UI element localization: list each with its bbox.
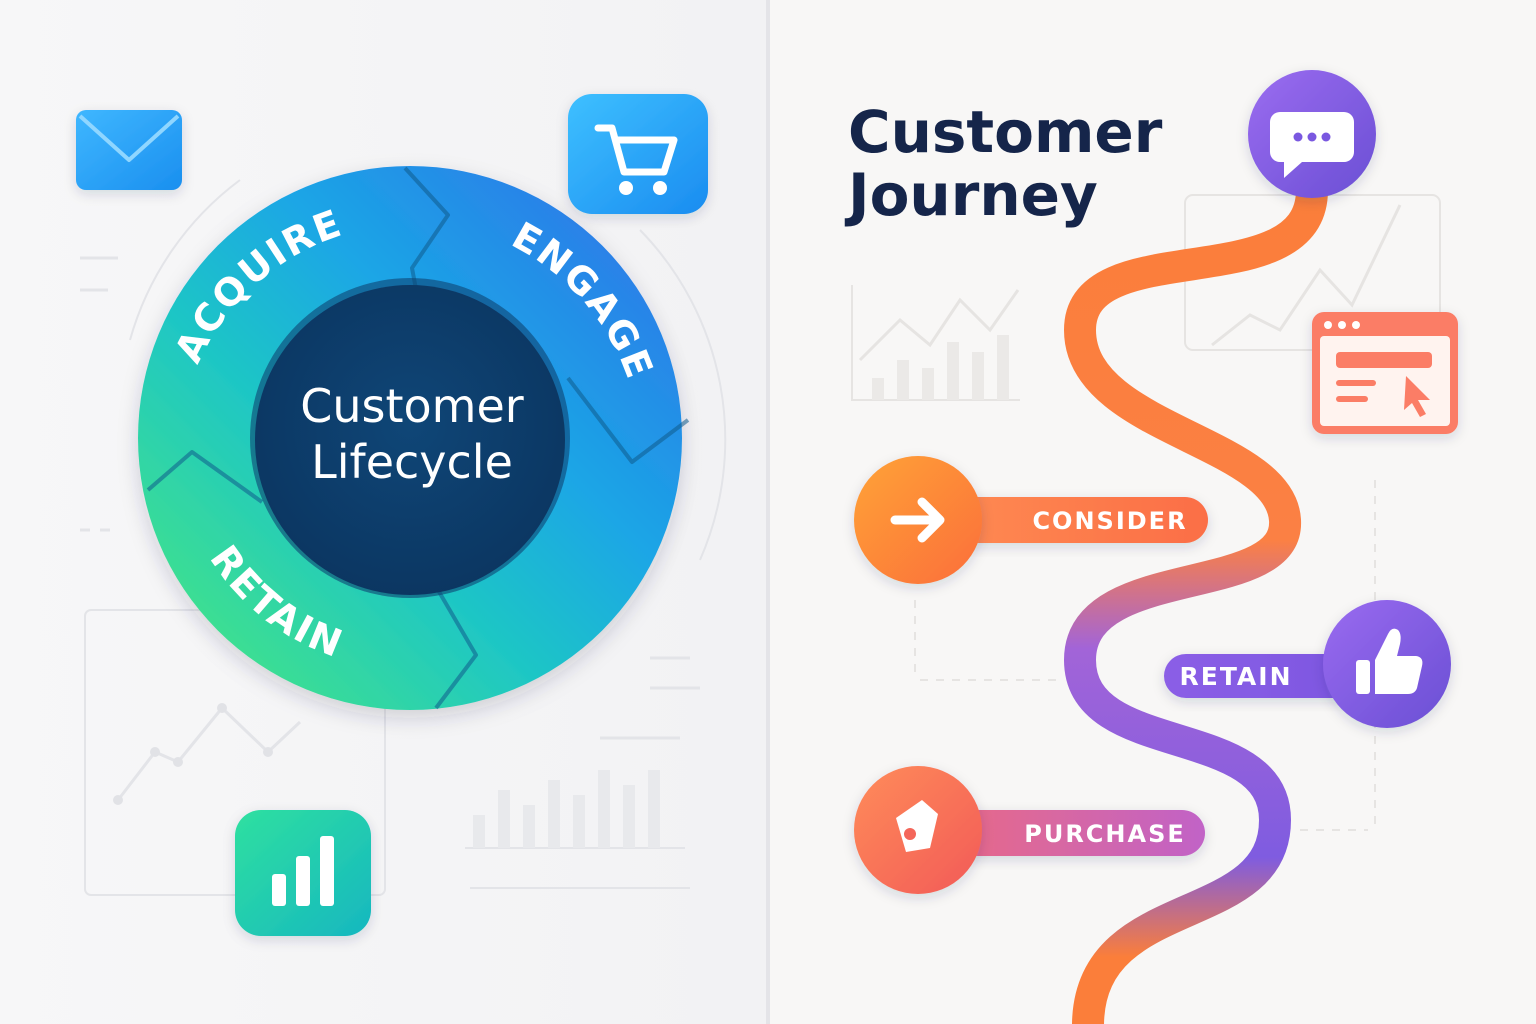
right-background-bars: [872, 335, 1009, 400]
consider-label: CONSIDER: [1032, 507, 1187, 535]
lifecycle-title-line2: Lifecycle: [311, 435, 513, 489]
bar-chart-icon: [235, 810, 371, 936]
lifecycle-core: [255, 285, 565, 595]
left-background-bars: [473, 770, 660, 848]
left-background-dots: [113, 703, 273, 805]
ring-segment-separators: [146, 166, 690, 710]
browser-window-click-icon: [1312, 312, 1458, 434]
journey-step-consider: CONSIDER: [854, 456, 1208, 584]
envelope-icon: [76, 110, 182, 190]
journey-title-line2: Journey: [844, 161, 1098, 229]
arrow-right-glyph: [890, 497, 945, 543]
panel-divider: [766, 0, 770, 1024]
retain-label: RETAIN: [1179, 662, 1292, 691]
purchase-label: PURCHASE: [1024, 820, 1186, 848]
tag-glyph: [896, 800, 938, 852]
journey-step-purchase: PURCHASE: [854, 766, 1205, 894]
journey-path: [1063, 174, 1328, 1024]
tag-hole: [904, 828, 916, 840]
journey-title-line1: Customer: [848, 98, 1163, 166]
lifecycle-title-line1: Customer: [300, 379, 524, 433]
journey-step-retain: RETAIN: [1164, 600, 1451, 728]
shopping-cart-icon: [568, 94, 708, 214]
thumbs-up-glyph: [1356, 628, 1423, 694]
chat-bubble-icon: [1248, 70, 1376, 198]
